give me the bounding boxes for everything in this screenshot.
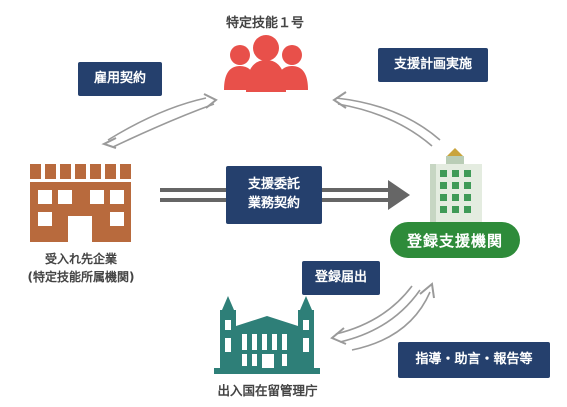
consignment-line2: 業務契約 (247, 196, 300, 211)
support-org-label: 登録支援機関 (390, 222, 520, 258)
registration-arrow (330, 285, 421, 345)
worker-label: 特定技能１号 (225, 16, 304, 31)
company-label-line2: (特定技能所属機関) (27, 270, 135, 284)
immigration-building-icon (214, 296, 320, 374)
consignment-line1: 支援委託 (247, 177, 300, 193)
employment-contract-box: 雇用契約 (78, 62, 162, 96)
company-building-icon (30, 164, 131, 242)
registration-box: 登録届出 (302, 261, 380, 295)
support-plan-box: 支援計画実施 (378, 48, 488, 82)
immigration-label: 出入国在留管理庁 (217, 383, 318, 398)
company-label-line1: 受入れ先企業 (44, 252, 117, 266)
guidance-arrow (351, 282, 435, 351)
support-org-building-icon (430, 148, 482, 224)
company-label: 受入れ先企業 (特定技能所属機関) (14, 250, 148, 286)
worker-people-icon (224, 35, 308, 92)
guidance-box: 指導・助言・報告等 (398, 342, 550, 378)
consignment-contract-box: 支援委託 業務契約 (226, 166, 322, 224)
employment-arrow (101, 93, 218, 149)
support-plan-arrow (332, 91, 441, 147)
